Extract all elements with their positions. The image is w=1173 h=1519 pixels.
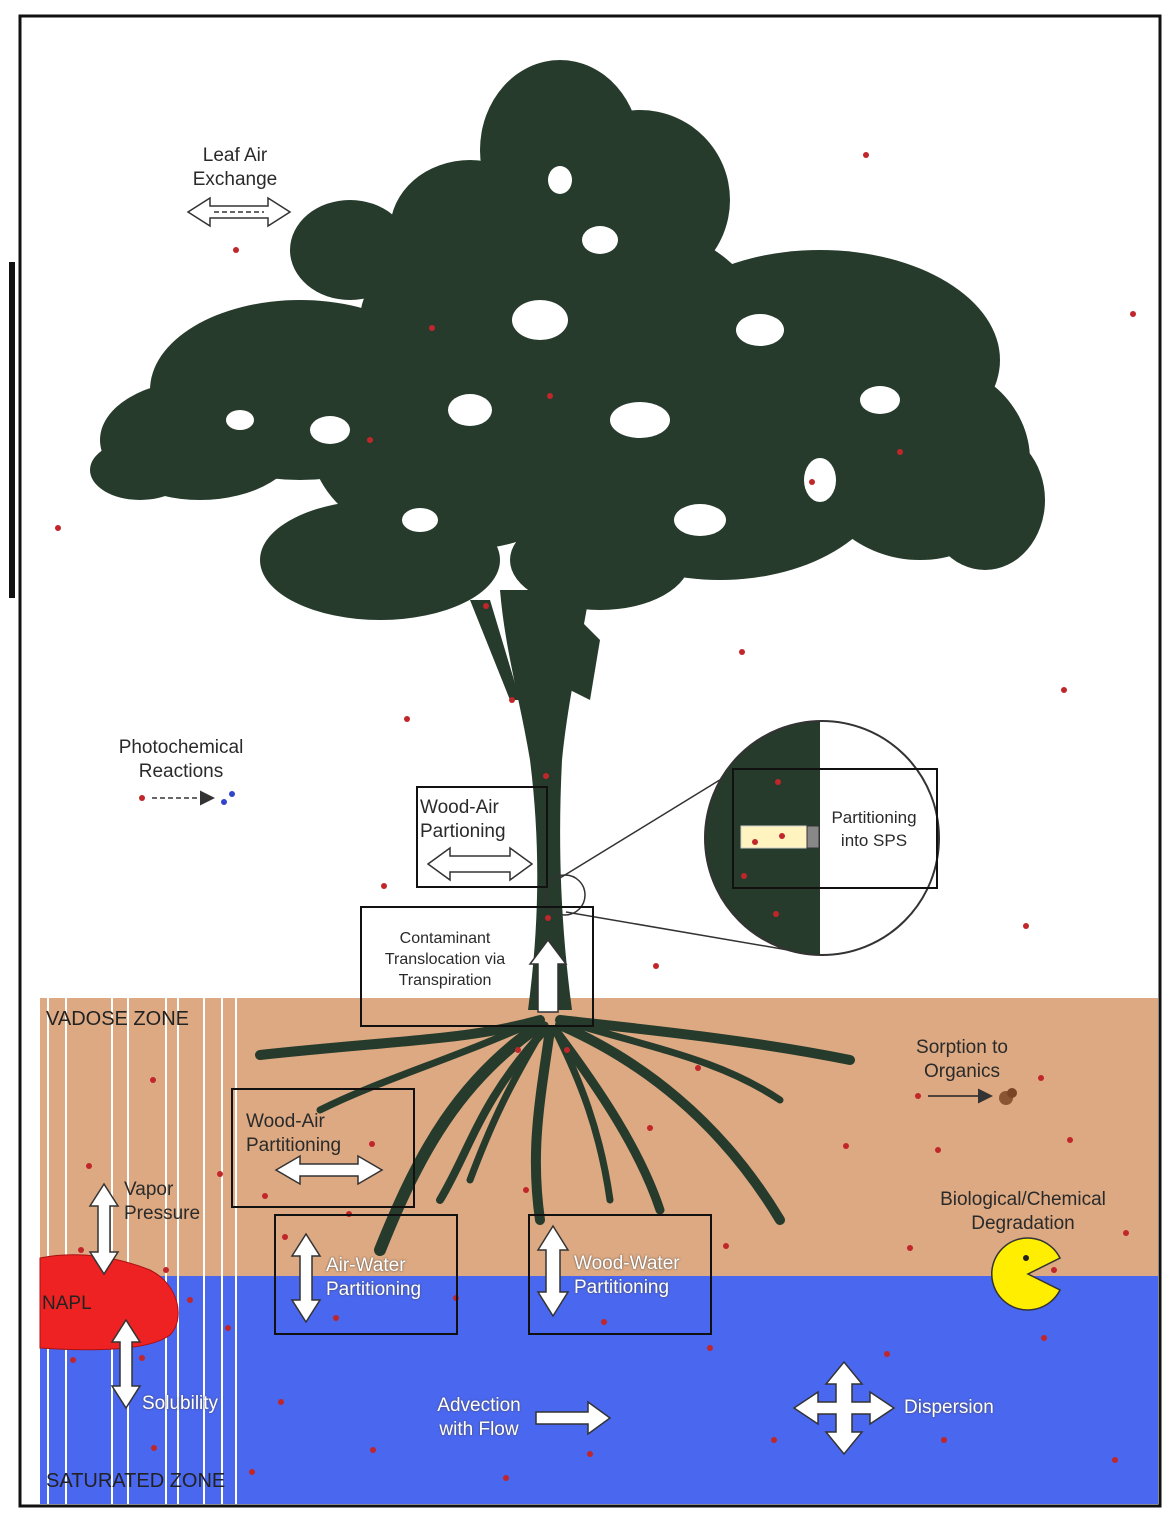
contaminant-line2: Translocation via bbox=[362, 949, 528, 970]
biological-line1: Biological/Chemical bbox=[926, 1188, 1120, 1212]
biological-label: Biological/Chemical Degradation bbox=[926, 1188, 1120, 1236]
napl-label: NAPL bbox=[42, 1292, 92, 1316]
advection-line2: with Flow bbox=[420, 1418, 538, 1442]
air-water-line2: Partitioning bbox=[326, 1278, 421, 1302]
advection-label: Advection with Flow bbox=[420, 1394, 538, 1442]
sps-line2: into SPS bbox=[820, 829, 928, 852]
leaf-air-line1: Leaf Air bbox=[180, 144, 290, 168]
air-water-line1: Air-Water bbox=[326, 1254, 421, 1278]
advection-line1: Advection bbox=[420, 1394, 538, 1418]
sps-label: Partitioning into SPS bbox=[820, 806, 928, 852]
wood-water-label: Wood-Water Partitioning bbox=[574, 1252, 680, 1300]
vadose-zone-label: VADOSE ZONE bbox=[46, 1008, 189, 1031]
wood-air-low-line1: Wood-Air bbox=[246, 1110, 341, 1134]
photochemical-arrow-icon bbox=[139, 791, 235, 805]
photochemical-label: Photochemical Reactions bbox=[98, 736, 264, 784]
photochemical-line1: Photochemical bbox=[98, 736, 264, 760]
wood-air-low-line2: Partitioning bbox=[246, 1134, 341, 1158]
sorption-line1: Sorption to bbox=[896, 1036, 1028, 1060]
sps-line1: Partitioning bbox=[820, 806, 928, 829]
vapor-line2: Pressure bbox=[124, 1202, 200, 1226]
leaf-air-arrow-icon bbox=[188, 198, 290, 226]
wood-air-low-label: Wood-Air Partitioning bbox=[246, 1110, 341, 1158]
contaminant-line1: Contaminant bbox=[362, 928, 528, 949]
photochemical-line2: Reactions bbox=[98, 760, 264, 784]
wood-water-line1: Wood-Water bbox=[574, 1252, 680, 1276]
vapor-label: Vapor Pressure bbox=[124, 1178, 200, 1226]
contaminant-label: Contaminant Translocation via Transpirat… bbox=[362, 928, 528, 991]
wood-water-line2: Partitioning bbox=[574, 1276, 680, 1300]
sorption-line2: Organics bbox=[896, 1060, 1028, 1084]
saturated-zone-label: SATURATED ZONE bbox=[46, 1470, 225, 1493]
leaf-air-label: Leaf Air Exchange bbox=[180, 144, 290, 192]
vapor-line1: Vapor bbox=[124, 1178, 200, 1202]
wood-air-top-label: Wood-Air Partioning bbox=[420, 796, 506, 844]
solubility-label: Solubility bbox=[142, 1392, 218, 1416]
sorption-label: Sorption to Organics bbox=[896, 1036, 1028, 1084]
wood-air-top-line1: Wood-Air bbox=[420, 796, 506, 820]
dispersion-label: Dispersion bbox=[904, 1396, 994, 1420]
air-water-label: Air-Water Partitioning bbox=[326, 1254, 421, 1302]
leaf-air-line2: Exchange bbox=[180, 168, 290, 192]
wood-air-top-line2: Partioning bbox=[420, 820, 506, 844]
contaminant-line3: Transpiration bbox=[362, 970, 528, 991]
biological-line2: Degradation bbox=[926, 1212, 1120, 1236]
